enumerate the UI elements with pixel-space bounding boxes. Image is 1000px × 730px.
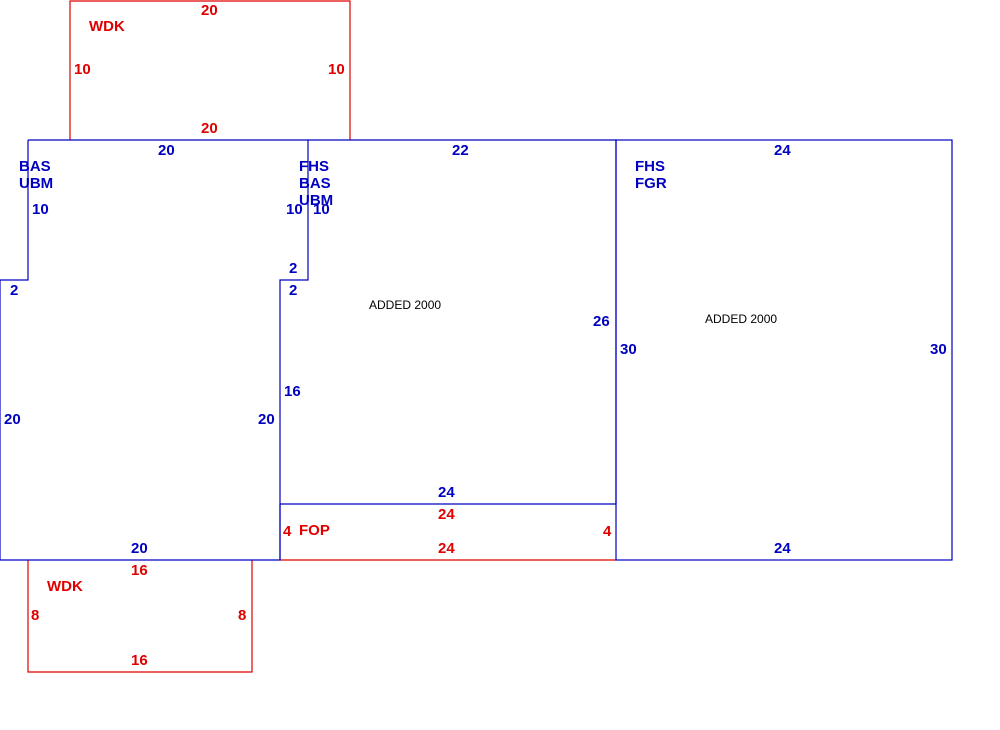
wdk-bottom-outline — [27, 560, 253, 673]
fhs-fgr-note: ADDED 2000 — [705, 312, 778, 326]
fhs-fgr-dim-left: 30 — [620, 341, 637, 358]
fhs-bas-dim-right: 26 — [593, 313, 610, 330]
fop-dim-bottom: 24 — [438, 540, 455, 557]
bas-dim-left-jog: 2 — [10, 282, 19, 299]
fhs-bas-dim-jog-upper: 2 — [289, 282, 298, 299]
fhs-bas-dim-top: 22 — [452, 142, 469, 159]
wdk-bottom-code: WDK — [47, 578, 83, 595]
fop-dim-right: 4 — [603, 523, 612, 540]
fhs-fgr-outline — [615, 139, 953, 561]
bas-code-2: UBM — [19, 175, 54, 192]
wdk-top-dim-left: 10 — [74, 61, 91, 78]
bas-dim-right-upper: 10 — [286, 201, 303, 218]
wdk-top-outline — [69, 0, 351, 140]
wdk-bottom-dim-top: 16 — [131, 562, 148, 579]
fhs-fgr-dim-right: 30 — [930, 341, 947, 358]
bas-dim-left-lower: 20 — [4, 411, 21, 428]
bas-dim-top: 20 — [158, 142, 175, 159]
bas-code-1: BAS — [19, 158, 51, 175]
wdk-top-dim-top: 20 — [201, 2, 218, 19]
fhs-bas-dim-left-upper: 10 — [313, 201, 330, 218]
bas-dim-right-jog: 2 — [289, 260, 298, 277]
fhs-fgr-dim-bottom: 24 — [774, 540, 791, 557]
bas-dim-left-upper: 10 — [32, 201, 49, 218]
bas-dim-right-lower: 20 — [258, 411, 275, 428]
fhs-fgr-code-1: FHS — [635, 158, 665, 175]
fhs-fgr-code-2: FGR — [635, 175, 667, 192]
fhs-bas-code-2: BAS — [299, 175, 331, 192]
fop-code: FOP — [299, 522, 330, 539]
fop-dim-top: 24 — [438, 506, 455, 523]
fhs-bas-note: ADDED 2000 — [369, 298, 442, 312]
wdk-bottom-dim-right: 8 — [238, 607, 247, 624]
wdk-top-code: WDK — [89, 18, 125, 35]
wdk-top-dim-right: 10 — [328, 61, 345, 78]
fhs-bas-dim-bottom: 24 — [438, 484, 455, 501]
fhs-bas-code-3: UBM — [299, 192, 334, 209]
wdk-bottom-dim-bottom: 16 — [131, 652, 148, 669]
wdk-top-dim-bottom: 20 — [201, 120, 218, 137]
fop-dim-left: 4 — [283, 523, 292, 540]
fhs-bas-dim-left-lower: 16 — [284, 383, 301, 400]
wdk-bottom-dim-left: 8 — [31, 607, 40, 624]
fhs-bas-code-1: FHS — [299, 158, 329, 175]
bas-dim-bottom: 20 — [131, 540, 148, 557]
fhs-fgr-dim-top: 24 — [774, 142, 791, 159]
